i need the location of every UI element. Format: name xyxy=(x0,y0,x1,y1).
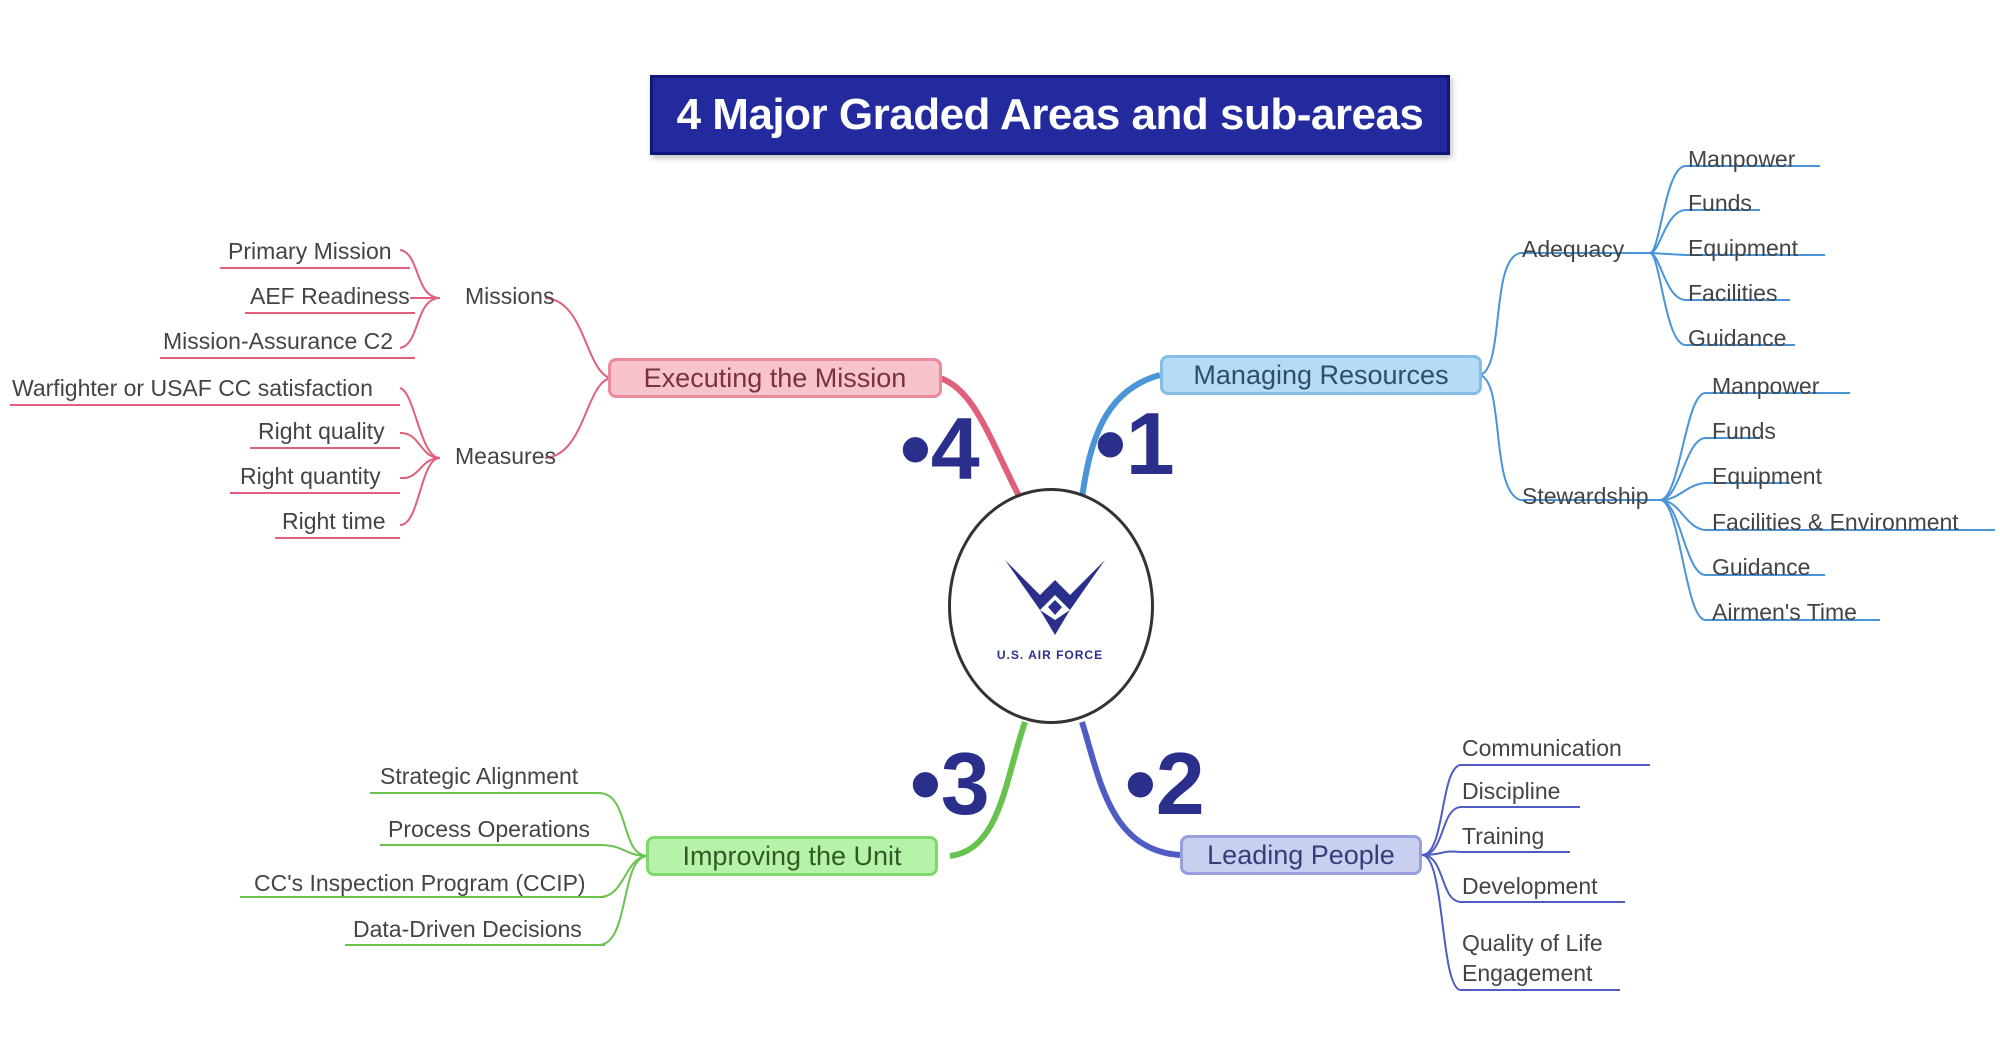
diagram-title-banner: 4 Major Graded Areas and sub-areas xyxy=(650,75,1450,155)
leaf-item[interactable]: Data-Driven Decisions xyxy=(353,916,582,942)
group-missions[interactable]: Missions xyxy=(465,283,555,309)
leaf-item[interactable]: CC's Inspection Program (CCIP) xyxy=(254,870,586,896)
branch-label: Leading People xyxy=(1207,839,1395,870)
leaf-item[interactable]: Training xyxy=(1462,823,1545,849)
leaf-item[interactable]: Funds xyxy=(1688,190,1752,216)
usaf-wings-icon xyxy=(1005,560,1105,635)
group-measures[interactable]: Measures xyxy=(455,443,556,469)
leaf-item[interactable]: Quality of Life xyxy=(1462,930,1603,956)
group-adequacy[interactable]: Adequacy xyxy=(1522,236,1625,262)
leaf-item[interactable]: Right quantity xyxy=(240,463,381,489)
leaf-item[interactable]: Guidance xyxy=(1688,325,1787,351)
leaf-item[interactable]: Manpower xyxy=(1712,373,1820,399)
group-stewardship[interactable]: Stewardship xyxy=(1522,483,1649,509)
leaf-item[interactable]: Communication xyxy=(1462,735,1622,761)
branch-managing-resources[interactable]: Managing Resources xyxy=(1160,355,1482,395)
leaf-item[interactable]: Manpower xyxy=(1688,146,1796,172)
branch-leading-people[interactable]: Leading People xyxy=(1180,835,1422,875)
branch-label: Executing the Mission xyxy=(643,362,907,393)
leaf-item[interactable]: Mission-Assurance C2 xyxy=(163,328,394,354)
branch-label: Managing Resources xyxy=(1193,359,1449,390)
leaf-item[interactable]: Primary Mission xyxy=(228,238,392,264)
area-number-4: •4 xyxy=(900,399,980,498)
leaf-item[interactable]: Development xyxy=(1462,873,1598,899)
branch-executing-the-mission[interactable]: Executing the Mission xyxy=(608,358,942,398)
area-number-3: •3 xyxy=(910,734,990,833)
leaf-item[interactable]: Right quality xyxy=(258,418,385,444)
center-logo-text: U.S. AIR FORCE xyxy=(996,648,1104,662)
leaf-item[interactable]: Funds xyxy=(1712,418,1776,444)
leaf-item[interactable]: Facilities xyxy=(1688,280,1778,306)
branch-improving-the-unit[interactable]: Improving the Unit xyxy=(646,836,938,876)
branch-label: Improving the Unit xyxy=(682,840,902,871)
leaf-item[interactable]: AEF Readiness xyxy=(250,283,410,309)
leaf-item[interactable]: Right time xyxy=(282,508,386,534)
leaf-item[interactable]: Facilities & Environment xyxy=(1712,509,1959,535)
diagram-title: 4 Major Graded Areas and sub-areas xyxy=(676,90,1424,139)
leaf-item[interactable]: Equipment xyxy=(1688,235,1798,261)
leaf-item[interactable]: Airmen's Time xyxy=(1712,599,1857,625)
area-number-1: •1 xyxy=(1095,394,1175,493)
leaf-item[interactable]: Guidance xyxy=(1712,554,1811,580)
leaf-item[interactable]: Equipment xyxy=(1712,463,1822,489)
leaf-item[interactable]: Process Operations xyxy=(388,816,590,842)
leaf-item[interactable]: Strategic Alignment xyxy=(380,763,579,789)
leaf-item[interactable]: Discipline xyxy=(1462,778,1561,804)
leaf-item[interactable]: Engagement xyxy=(1462,960,1593,986)
leaf-item[interactable]: Warfighter or USAF CC satisfaction xyxy=(12,375,373,401)
area-number-2: •2 xyxy=(1125,734,1205,833)
